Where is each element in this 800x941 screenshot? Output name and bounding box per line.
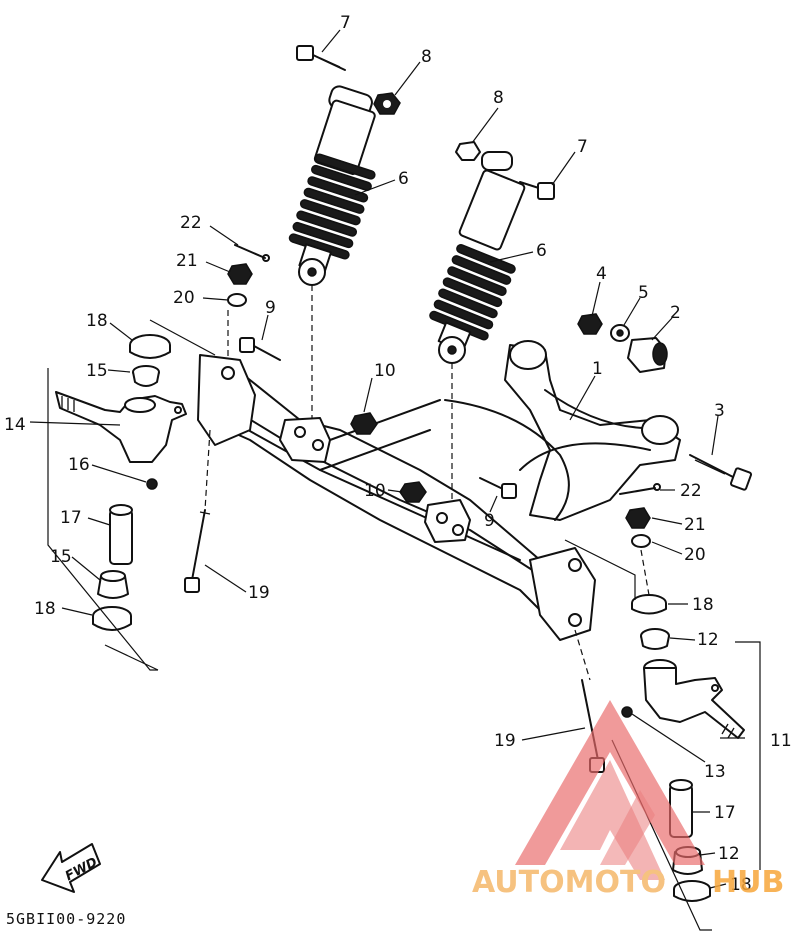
callout-2: 2 xyxy=(670,303,681,323)
callout-5: 5 xyxy=(638,283,649,303)
knuckle-left xyxy=(55,391,187,463)
nut-4 xyxy=(577,313,603,335)
callout-18-lower-right: 18 xyxy=(730,875,752,895)
callout-19-right: 19 xyxy=(494,731,516,751)
callout-18-upper-left: 18 xyxy=(86,311,108,331)
bolt-3 xyxy=(689,454,753,491)
nut-8-right xyxy=(455,141,481,161)
cotter-pin-22-left xyxy=(234,244,270,262)
nut-10-upper xyxy=(350,412,378,435)
callout-3: 3 xyxy=(714,401,725,421)
callout-13: 13 xyxy=(704,762,726,782)
callout-10-lower: 10 xyxy=(364,481,386,501)
callout-22-right: 22 xyxy=(680,481,702,501)
callout-18-lower-left: 18 xyxy=(34,599,56,619)
castle-nut-21-right xyxy=(625,507,651,529)
shock-mount-lower-left xyxy=(279,417,331,463)
shock-absorber-right xyxy=(429,151,526,500)
castle-nut-21-left xyxy=(227,263,253,285)
watermark-text-hub: HUB xyxy=(712,865,784,900)
callout-9-upper: 9 xyxy=(265,298,276,318)
drawing-code: 5GBII00-9220 xyxy=(6,910,126,928)
knuckle-right xyxy=(643,659,745,739)
callout-12-upper-right: 12 xyxy=(697,630,719,650)
callout-6-left: 6 xyxy=(398,169,409,189)
bushing-15-lower-left xyxy=(97,570,129,599)
callout-17-right: 17 xyxy=(714,803,736,823)
callout-9-lower: 9 xyxy=(484,511,495,531)
callout-6-right: 6 xyxy=(536,241,547,261)
callout-7-left: 7 xyxy=(340,13,351,33)
watermark-logo-icon xyxy=(515,700,705,880)
dust-seal-18-lower-left xyxy=(92,606,132,631)
bolt-19-left xyxy=(184,509,211,593)
callout-8-left: 8 xyxy=(421,47,432,67)
bushing-2 xyxy=(627,337,668,373)
callout-11: 11 xyxy=(770,731,792,751)
callout-15-upper-left: 15 xyxy=(86,361,108,381)
shock-absorber-left xyxy=(288,85,376,420)
bushing-15-upper-left xyxy=(132,365,160,387)
callout-14: 14 xyxy=(4,415,26,435)
bolt-9-lower xyxy=(479,477,517,499)
callout-8-right: 8 xyxy=(493,88,504,108)
callout-19-left: 19 xyxy=(248,583,270,603)
bushing-12-upper-right xyxy=(640,628,670,650)
washer-20-left xyxy=(227,293,247,307)
automotohub-watermark: AUTOMOTO HUB xyxy=(472,700,784,900)
collar-17-left xyxy=(109,504,133,565)
callout-20-right: 20 xyxy=(684,545,706,565)
callouts: 7 8 8 7 6 6 22 21 20 9 18 15 14 16 17 15… xyxy=(4,13,792,895)
dust-seal-18-lower-right xyxy=(673,880,711,902)
watermark-text-automoto: AUTOMOTO xyxy=(472,865,666,900)
dust-seal-18-upper-right xyxy=(631,594,667,615)
cotter-pin-22-right xyxy=(619,483,661,495)
dust-seal-18-upper-left xyxy=(129,334,171,359)
callout-22-left: 22 xyxy=(180,213,202,233)
callout-10-upper: 10 xyxy=(374,361,396,381)
shock-mount-lower-right xyxy=(424,499,471,543)
bolt-9-upper xyxy=(239,337,281,361)
callout-21-left: 21 xyxy=(176,251,198,271)
forward-direction-indicator: FWD xyxy=(41,843,101,893)
callout-15-lower-left: 15 xyxy=(50,547,72,567)
callout-17-left: 17 xyxy=(60,508,82,528)
callout-21-right: 21 xyxy=(684,515,706,535)
bolt-7-left xyxy=(296,45,346,71)
bolt-7-right xyxy=(519,181,555,200)
washer-20-right xyxy=(631,534,651,548)
callout-12-lower-right: 12 xyxy=(718,844,740,864)
callout-20-left: 20 xyxy=(173,288,195,308)
leader-lines xyxy=(29,29,745,889)
callout-16: 16 xyxy=(68,455,90,475)
callout-4: 4 xyxy=(596,264,607,284)
nut-8-left xyxy=(373,92,401,115)
callout-1: 1 xyxy=(592,359,603,379)
grease-nipple-16-left xyxy=(146,478,158,490)
grease-nipple-13-right xyxy=(621,706,633,718)
a-arm xyxy=(319,340,681,521)
callout-7-right: 7 xyxy=(577,137,588,157)
callout-18-upper-right: 18 xyxy=(692,595,714,615)
washer-5 xyxy=(610,324,630,342)
